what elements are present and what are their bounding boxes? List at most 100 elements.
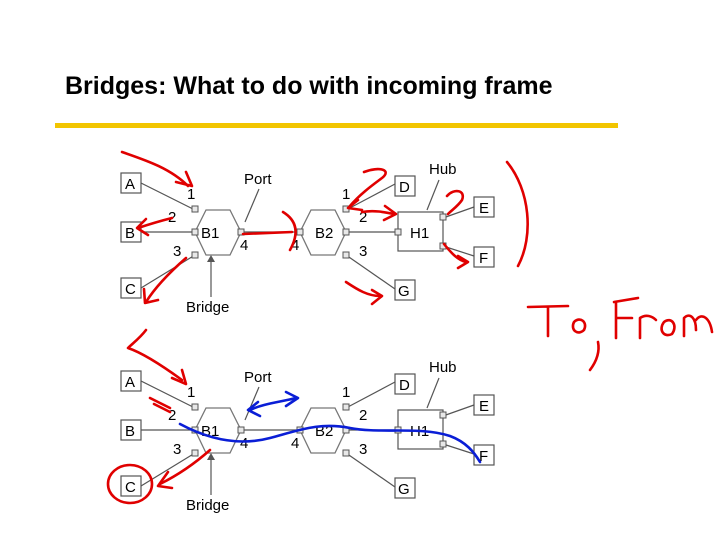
host-box-d (394, 175, 416, 197)
link-b2-g (345, 452, 396, 488)
b2-port-3: 3 (359, 441, 367, 458)
ink-arrowhead (346, 198, 364, 212)
bridge-b1-label: B1 (201, 225, 219, 242)
port (439, 411, 447, 419)
host-box-a (120, 172, 142, 194)
port (342, 449, 350, 457)
title-underline (55, 123, 618, 128)
red-annotations (120, 150, 714, 372)
ink-arrowhead (456, 254, 470, 270)
hub-callout-label: Hub (429, 359, 457, 376)
ink-stroke (360, 209, 396, 216)
ink-arrowhead (142, 287, 160, 305)
b2-port-4: 4 (291, 435, 299, 452)
ink-arrowhead (135, 217, 150, 237)
b1-port-4: 4 (240, 237, 248, 254)
port-callout-pointer (244, 188, 260, 223)
port-callout-pointer (244, 386, 260, 421)
ink-blue-arrowhead (246, 400, 262, 418)
host-d-label: D (399, 377, 410, 394)
ink-stroke (241, 230, 294, 236)
port (342, 251, 350, 259)
ink-arrowhead (382, 204, 398, 222)
slide-title: Bridges: What to do with incoming frame (65, 72, 553, 100)
ink-stroke (120, 150, 190, 188)
bridge-b2-label: B2 (315, 225, 333, 242)
host-box-b (120, 419, 142, 441)
b1-port-1: 1 (187, 186, 195, 203)
b2-port-1: 1 (342, 186, 350, 203)
link-h1-f (442, 443, 475, 455)
port (191, 228, 199, 236)
ink-stroke (144, 256, 188, 304)
ink-stroke (348, 167, 387, 208)
b2-port-4: 4 (291, 237, 299, 254)
port-callout-label: Port (244, 369, 272, 386)
host-f-label: F (479, 448, 488, 465)
host-g-label: G (398, 481, 410, 498)
b1-port-1: 1 (187, 384, 195, 401)
ink-arrowhead (370, 288, 384, 306)
link-a-b1 (140, 182, 196, 211)
hub-h1-label: H1 (410, 225, 429, 242)
link-c-b1 (140, 452, 196, 487)
top-diagram: A B C D E F G B1 B2 H1 1 2 3 4 1 2 3 4 P… (120, 161, 495, 316)
ink-letter (588, 340, 600, 372)
host-a-label: A (125, 374, 135, 391)
host-box-g (394, 279, 416, 301)
host-c-label: C (125, 479, 136, 496)
port (342, 228, 350, 236)
host-box-g (394, 477, 416, 499)
bottom-diagram: A B C D E F G B1 B2 H1 1 2 3 4 1 2 3 4 P… (120, 359, 495, 514)
bridge-callout-arrowhead (207, 255, 215, 262)
host-c-label: C (125, 281, 136, 298)
handwritten-note-to-from (526, 296, 714, 372)
port (237, 426, 245, 434)
hub-h1 (397, 211, 444, 252)
port-callout-label: Port (244, 171, 272, 188)
ink-stroke (158, 448, 212, 486)
ink-arrowhead (170, 368, 188, 386)
ink-stroke (344, 280, 382, 298)
ink-letter (660, 318, 676, 337)
port (191, 403, 199, 411)
port (191, 205, 199, 213)
link-b2-g (345, 254, 396, 290)
ink-stroke (445, 189, 465, 216)
link-b2-d (345, 381, 396, 409)
host-e-label: E (479, 200, 489, 217)
hub-callout-pointer (426, 377, 440, 409)
ink-letter (571, 318, 587, 334)
b1-port-3: 3 (173, 441, 181, 458)
ink-blue-path (178, 422, 482, 464)
host-box-c (120, 277, 142, 299)
ink-arrowhead (156, 470, 174, 490)
hub-callout-label: Hub (429, 161, 457, 178)
ink-stroke (136, 216, 174, 230)
bridge-callout-label: Bridge (186, 299, 229, 316)
port (394, 228, 402, 236)
b2-port-3: 3 (359, 243, 367, 260)
ink-stroke (126, 328, 184, 382)
port (191, 449, 199, 457)
port (191, 251, 199, 259)
ink-circle-host-c (106, 463, 154, 505)
host-d-label: D (399, 179, 410, 196)
ink-blue-arrowhead (284, 390, 300, 408)
b2-port-1: 1 (342, 384, 350, 401)
ink-blue-stroke (248, 396, 298, 412)
host-b-label: B (125, 423, 135, 440)
host-box-e (473, 196, 495, 218)
host-a-label: A (125, 176, 135, 193)
ink-letter (638, 314, 658, 340)
host-box-a (120, 370, 142, 392)
ink-letter (526, 304, 570, 338)
link-c-b1 (140, 254, 196, 289)
ink-letter (612, 296, 640, 340)
port (439, 213, 447, 221)
host-e-label: E (479, 398, 489, 415)
host-box-f (473, 246, 495, 268)
b1-port-3: 3 (173, 243, 181, 260)
link-h1-e (442, 404, 475, 417)
